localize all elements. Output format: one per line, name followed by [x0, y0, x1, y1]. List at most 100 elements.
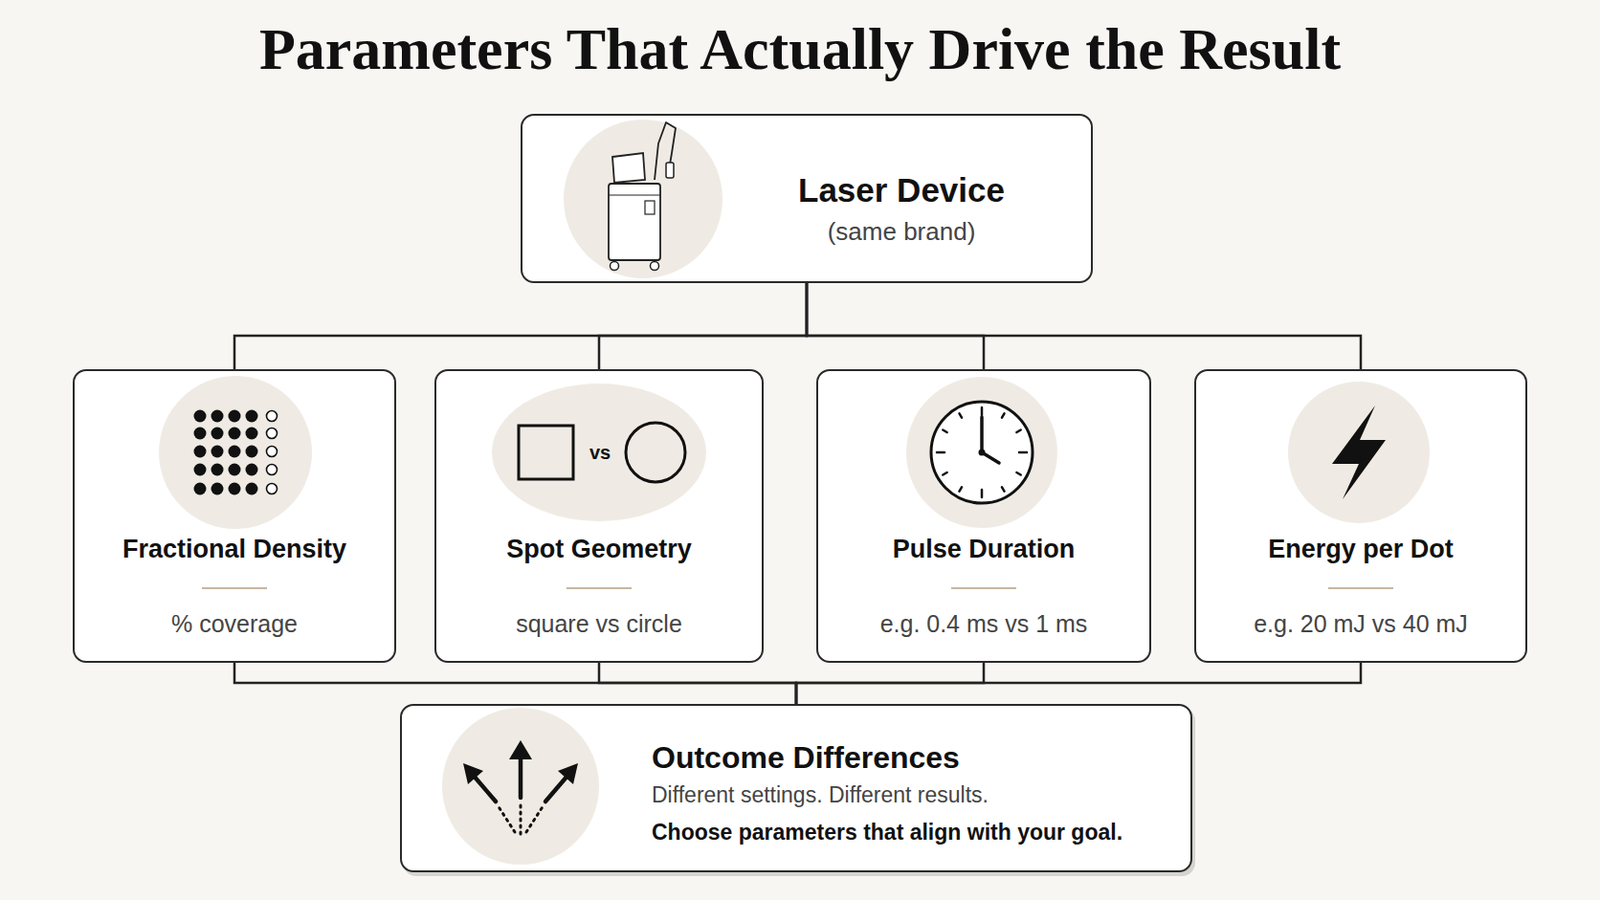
- dot: [228, 427, 242, 441]
- node-body: Different settings. Different results.: [651, 782, 1188, 810]
- node-heading: Energy per Dot: [1196, 533, 1526, 565]
- node-heading: Fractional Density: [74, 533, 395, 565]
- filled-dots: [194, 410, 259, 496]
- laser-wheel: [610, 262, 620, 271]
- tick: [942, 472, 947, 476]
- tree-connector: [599, 283, 807, 370]
- clock-icon: [906, 377, 1058, 529]
- dot: [211, 410, 224, 423]
- parameter-box: Fractional Density % coverage: [72, 369, 397, 664]
- laser-panel: [644, 200, 655, 215]
- clock-ticks: [936, 407, 1027, 498]
- dot: [211, 483, 224, 496]
- dot: [266, 428, 278, 440]
- tree-connector: [599, 663, 797, 705]
- arrow-shafts: [472, 754, 569, 802]
- clock-center: [978, 449, 986, 457]
- lightning-bolt: [1332, 405, 1386, 500]
- spot-shape-icon: [491, 383, 707, 522]
- node-body: % coverage: [74, 609, 395, 639]
- arrow-head: [463, 763, 484, 785]
- bolt-icon: [1288, 381, 1430, 524]
- arrow-shaft: [518, 754, 524, 799]
- device-box: Laser Device (same brand): [520, 113, 1093, 284]
- icon-circle: [563, 119, 723, 279]
- icon-circle: [442, 708, 600, 866]
- dot: [194, 483, 207, 496]
- parameter-box: Spot Geometrysquare vs circle: [434, 369, 764, 664]
- dot: [211, 427, 224, 441]
- dot-grid-icon: [158, 376, 312, 530]
- heading-separator: [951, 587, 1017, 590]
- node-body: Choose parameters that align with your g…: [651, 820, 1188, 847]
- dot: [245, 410, 259, 423]
- icon-circle: [906, 377, 1058, 529]
- node-body: (same brand): [748, 217, 1055, 247]
- arrow-head: [557, 763, 578, 785]
- laser-device-icon: [563, 119, 723, 279]
- arrow-head: [509, 740, 533, 760]
- hollow-dots: [266, 411, 278, 495]
- dot: [245, 464, 259, 477]
- node-body: square vs circle: [436, 609, 762, 639]
- dot: [211, 464, 224, 477]
- diagram-title: Parameters That Actually Drive the Resul…: [0, 13, 1600, 85]
- node-heading: Outcome Differences: [651, 739, 1188, 777]
- tick: [1016, 430, 1021, 434]
- tick: [980, 407, 984, 416]
- dot: [266, 411, 278, 423]
- hour-hand: [981, 452, 1000, 464]
- diverging-arrows-icon: [442, 708, 600, 866]
- tick: [942, 430, 947, 434]
- icon-circle: [158, 376, 312, 530]
- heading-separator: [566, 587, 632, 590]
- tick: [1001, 487, 1005, 491]
- tree-connector: [806, 283, 984, 370]
- tick: [1019, 451, 1027, 455]
- laser-handpiece: [666, 162, 674, 178]
- dot: [194, 445, 207, 459]
- node-body: e.g. 20 mJ vs 40 mJ: [1196, 609, 1526, 639]
- parameter-box: Energy per Dot e.g. 20 mJ vs 40 mJ: [1194, 369, 1528, 664]
- tick: [1001, 413, 1005, 418]
- dot: [266, 446, 278, 458]
- laser-cabinet: [608, 183, 661, 261]
- laser-screen: [612, 153, 645, 183]
- dot: [194, 464, 207, 477]
- dot: [228, 410, 242, 423]
- dot: [194, 427, 207, 441]
- tree-connector: [234, 663, 797, 705]
- heading-separator: [1328, 587, 1394, 590]
- square-spot: [518, 425, 574, 480]
- tick: [980, 489, 984, 498]
- minute-hand: [979, 417, 984, 453]
- tick: [959, 487, 963, 491]
- node-body: e.g. 0.4 ms vs 1 ms: [818, 609, 1150, 639]
- dot: [194, 410, 207, 423]
- arrow-shaft: [545, 775, 569, 802]
- tick: [1016, 472, 1021, 476]
- node-heading: Laser Device: [748, 170, 1055, 211]
- dot: [211, 445, 224, 459]
- dot: [245, 483, 259, 496]
- tick: [936, 451, 945, 455]
- tree-connector: [234, 283, 807, 370]
- node-heading: Pulse Duration: [818, 533, 1150, 565]
- dotted-stem: [519, 801, 523, 835]
- tick: [959, 413, 963, 418]
- icon-circle: [1288, 381, 1430, 524]
- tree-connector: [796, 663, 1361, 705]
- parameter-box: Pulse Duration e.g. 0.4 ms vs 1 ms: [816, 369, 1152, 664]
- dot: [228, 464, 242, 477]
- laser-wheel: [650, 262, 660, 271]
- dot: [245, 445, 259, 459]
- circle-spot: [625, 422, 686, 483]
- outcome-box: Outcome DifferencesDifferent settings. D…: [400, 704, 1193, 873]
- dot: [245, 427, 259, 441]
- icon-ellipse: [491, 383, 707, 522]
- dotted-stem: [497, 805, 515, 833]
- arrow-shaft: [472, 775, 496, 802]
- dot: [266, 484, 278, 495]
